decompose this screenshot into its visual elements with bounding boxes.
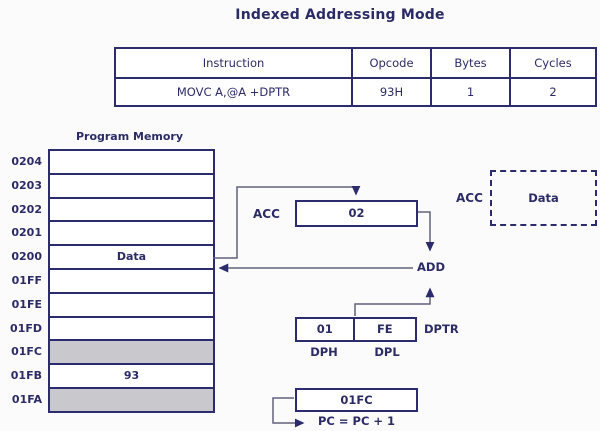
- dpl-label: DPL: [374, 345, 400, 359]
- memory-address: 0200: [11, 250, 42, 264]
- memory-address: 0202: [11, 202, 42, 216]
- instruction-table-data-row: MOVC A,@A +DPTR 93H 1 2: [114, 77, 597, 107]
- memory-row: [50, 267, 213, 292]
- acc-result-label: ACC: [456, 191, 483, 205]
- memory-row: [50, 386, 213, 411]
- memory-row: [50, 172, 213, 197]
- memory-row-data: Data: [50, 244, 213, 268]
- arrow-dptr-to-add: [354, 287, 435, 316]
- memory-row: [50, 151, 213, 173]
- memory-address: 01FC: [11, 345, 42, 359]
- memory-address: 01FF: [11, 273, 42, 287]
- acc-register-label: ACC: [253, 207, 280, 221]
- memory-address: 0201: [11, 226, 42, 240]
- cell-bytes: 1: [430, 77, 511, 107]
- cell-instruction: MOVC A,@A +DPTR: [114, 77, 353, 107]
- memory-address-column: 0204 0203 0202 0201 0200 01FF 01FE 01FD …: [0, 150, 42, 412]
- acc-register: 02: [295, 200, 418, 227]
- column-header-cycles: Cycles: [509, 47, 597, 79]
- memory-address: 0204: [11, 155, 42, 168]
- column-header-instruction: Instruction: [114, 47, 353, 79]
- pc-register: 01FC: [295, 388, 418, 412]
- dptr-register: 01 FE: [295, 317, 417, 342]
- memory-row: [50, 315, 213, 340]
- adder-label: ADD: [417, 260, 445, 274]
- cell-opcode: 93H: [351, 77, 432, 107]
- dph-value: 01: [316, 322, 333, 336]
- dph-label: DPH: [310, 345, 338, 359]
- memory-row: [50, 220, 213, 245]
- dptr-label: DPTR: [424, 322, 459, 336]
- instruction-table-header-row: Instruction Opcode Bytes Cycles: [114, 47, 597, 79]
- memory-address: 01FE: [11, 297, 42, 311]
- program-memory-label: Program Memory: [75, 130, 184, 143]
- pc-increment-note: PC = PC + 1: [318, 414, 396, 428]
- memory-row: [50, 339, 213, 364]
- instruction-table: Instruction Opcode Bytes Cycles MOVC A,@…: [114, 47, 597, 107]
- program-memory-box: Data 93: [48, 149, 215, 413]
- memory-address: 01FA: [11, 392, 42, 406]
- memory-address: 0203: [11, 178, 42, 192]
- memory-address: 01FD: [10, 321, 42, 335]
- dpl-value: FE: [352, 319, 415, 340]
- memory-row: [50, 196, 213, 221]
- memory-row-opcode: 93: [50, 363, 213, 387]
- page-title: Indexed Addressing Mode: [235, 7, 445, 23]
- column-header-bytes: Bytes: [430, 47, 511, 79]
- cell-cycles: 2: [509, 77, 597, 107]
- arrow-acc-to-add: [418, 211, 435, 252]
- memory-row: [50, 291, 213, 316]
- column-header-opcode: Opcode: [351, 47, 432, 79]
- acc-result-register: Data: [490, 170, 597, 226]
- memory-address: 01FB: [10, 369, 42, 383]
